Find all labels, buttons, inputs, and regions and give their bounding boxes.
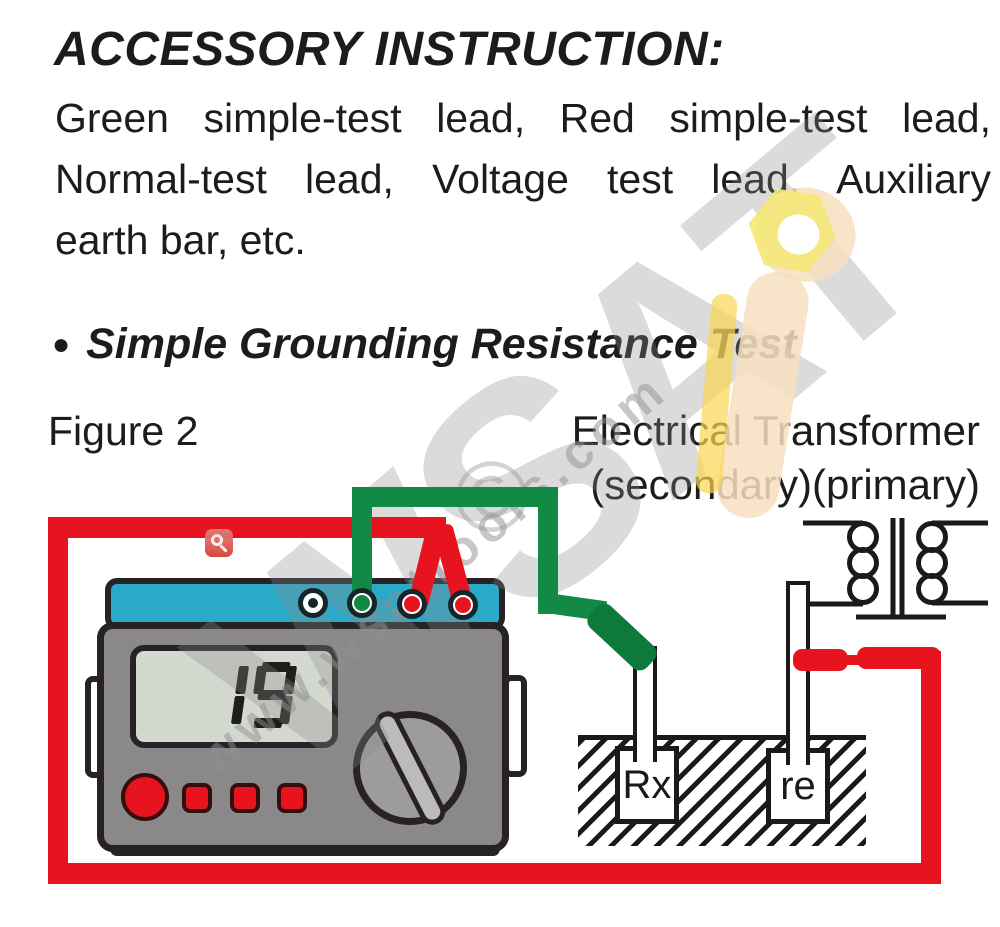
transformer-label: Electrical Transformer (secondary)(prima… [560,404,980,512]
rotary-knob[interactable] [353,711,467,825]
paragraph-line: earth bar, etc. [55,217,306,263]
terminal-dot [404,596,420,612]
terminal-3-red [397,589,427,619]
terminal-4-red [448,590,478,620]
section-heading: ● Simple Grounding Resistance Test [52,320,797,369]
red-clip [793,649,848,671]
function-button-2[interactable] [230,783,260,813]
figure-label: Figure 2 [48,408,199,454]
bullet-icon: ● [52,327,71,361]
green-wire-drop [538,487,558,614]
magnifier-stem [219,544,228,553]
section-title: Simple Grounding Resistance Test [86,320,797,368]
page-title: ACCESSORY INSTRUCTION: [54,23,725,76]
green-wire-vertical [352,490,372,607]
electrode-label-re: re [780,763,816,808]
lcd-digit [200,662,250,728]
transformer-symbol [800,518,988,620]
terminal-2-green [347,588,377,618]
red-wire-top [48,517,446,538]
green-wire-horizontal [352,487,558,507]
terminal-dot [455,597,471,613]
lcd-value [200,662,298,728]
paragraph-line: Green simple-test lead, Red simple-test … [55,95,991,141]
transformer-label-line1: Electrical Transformer [571,407,980,454]
function-button-3[interactable] [277,783,307,813]
magnifier-lens [211,534,223,546]
electrode-label-rx: Rx [622,762,672,807]
magnifier-icon[interactable] [205,529,233,557]
electrode-box-re: re [766,748,830,824]
red-wire-right [921,651,941,884]
terminal-dot [308,598,318,608]
function-button-1[interactable] [182,783,212,813]
red-wire-bottom [48,863,941,884]
paragraph-line: Normal-test lead, Voltage test lead, Aux… [55,156,991,202]
accessory-paragraph: Green simple-test lead, Red simple-test … [55,88,991,271]
red-clip-boot [857,647,941,669]
red-wire-left [48,517,68,884]
red-clip-neck [845,655,861,665]
green-clip [583,599,661,675]
terminal-1 [298,588,328,618]
terminal-dot [354,595,370,611]
power-button[interactable] [121,773,169,821]
electrode-rod-re [786,581,810,765]
